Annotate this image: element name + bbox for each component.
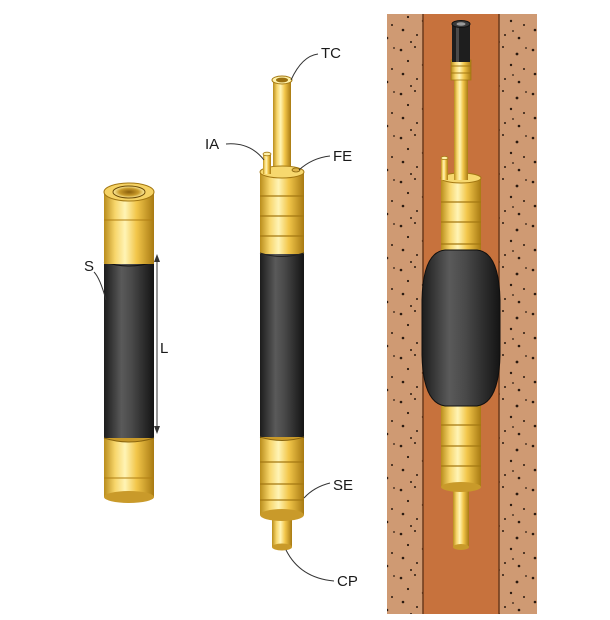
label-tc: TC (321, 45, 341, 62)
label-s: S (84, 258, 94, 275)
label-fe: FE (333, 148, 352, 165)
packer-assembly (225, 53, 335, 582)
label-cp: CP (337, 573, 358, 590)
label-se: SE (333, 477, 353, 494)
label-ia: IA (205, 136, 219, 153)
packer-element (93, 182, 160, 503)
label-l: L (160, 340, 168, 357)
borehole-section (387, 14, 537, 614)
